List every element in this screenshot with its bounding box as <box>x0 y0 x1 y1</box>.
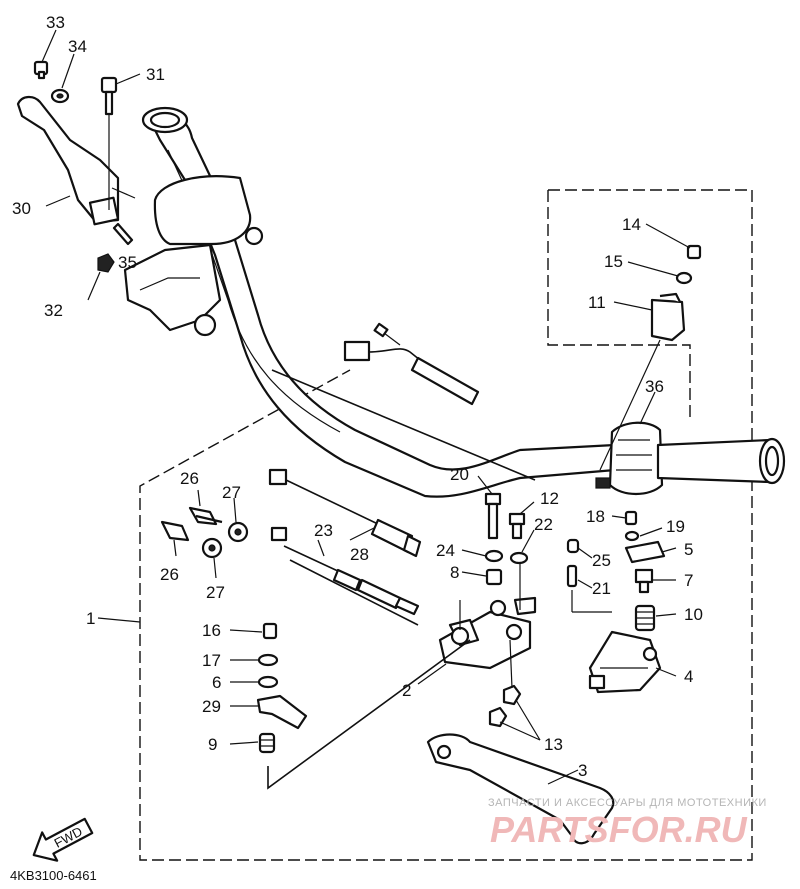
throttle-grip-assembly <box>595 421 786 496</box>
callout-30: 30 <box>12 199 31 218</box>
callout-14: 14 <box>622 215 641 234</box>
callout-10: 10 <box>684 605 703 624</box>
washer-34 <box>50 88 70 104</box>
left-clamp-assembly <box>123 175 264 337</box>
screw-18 <box>624 510 638 526</box>
clutch-switch-cable <box>271 322 536 481</box>
front-lever-3 <box>426 733 615 845</box>
spring-9 <box>258 732 276 754</box>
callout-15: 15 <box>604 252 623 271</box>
pin-25 <box>566 538 580 554</box>
pin-21 <box>566 564 578 588</box>
callout-26-lower: 26 <box>160 565 179 584</box>
screw-14 <box>686 244 702 260</box>
screw-35 <box>112 222 134 246</box>
plate-29 <box>256 694 308 730</box>
callout-23: 23 <box>314 521 333 540</box>
fwd-arrow: FWD <box>32 817 94 862</box>
diagram-code: 4KB3100-6461 <box>10 868 97 883</box>
spring-10 <box>634 604 656 632</box>
nut-8 <box>485 568 503 586</box>
housing-cover-11 <box>599 244 702 471</box>
callout-24: 24 <box>436 541 455 560</box>
callout-3: 3 <box>578 761 587 780</box>
callout-22: 22 <box>534 515 553 534</box>
bolt-12 <box>508 512 526 540</box>
nut-32 <box>97 253 115 273</box>
bolt-33 <box>33 60 49 80</box>
callout-11: 11 <box>588 293 606 312</box>
callout-31: 31 <box>146 65 165 84</box>
washer-17 <box>257 653 279 667</box>
assembly-boundaries <box>139 189 753 861</box>
callout-28: 28 <box>350 545 369 564</box>
callout-7: 7 <box>684 571 693 590</box>
bolt-31 <box>100 76 118 210</box>
watermark-logo: PARTSFOR.RU <box>490 809 748 850</box>
callout-1: 1 <box>86 609 95 628</box>
washer-15 <box>675 271 693 285</box>
small-parts-center <box>484 492 529 728</box>
callout-19: 19 <box>666 517 685 536</box>
callout-13: 13 <box>544 735 563 754</box>
bracket-4 <box>571 590 662 694</box>
callout-36: 36 <box>645 377 664 396</box>
small-parts-right <box>566 510 666 632</box>
left-lever <box>16 60 136 273</box>
callout-29: 29 <box>202 697 221 716</box>
callout-20: 20 <box>450 465 469 484</box>
callout-2: 2 <box>402 681 411 700</box>
washer-19 <box>624 530 640 542</box>
throttle-cables <box>268 468 422 626</box>
bolt-20 <box>484 492 502 540</box>
nuts-13 <box>488 684 522 728</box>
screw-16 <box>262 622 278 640</box>
washer-6 <box>257 675 279 689</box>
adjusters <box>160 506 249 559</box>
plate-5 <box>624 540 666 564</box>
watermark: ЗАПЧАСТИ И АКСЕССУАРЫ ДЛЯ МОТОТЕХНИКИ PA… <box>488 797 767 850</box>
handlebar <box>141 106 617 498</box>
callout-33: 33 <box>46 13 65 32</box>
callout-32: 32 <box>44 301 63 320</box>
callout-5: 5 <box>684 540 693 559</box>
callout-34: 34 <box>68 37 87 56</box>
washer-24 <box>484 549 504 563</box>
watermark-line1: ЗАПЧАСТИ И АКСЕССУАРЫ ДЛЯ МОТОТЕХНИКИ <box>488 797 767 809</box>
callout-16: 16 <box>202 621 221 640</box>
callout-6: 6 <box>212 673 221 692</box>
washer-22 <box>509 551 529 565</box>
callout-25: 25 <box>592 551 611 570</box>
callout-17: 17 <box>202 651 221 670</box>
callout-18: 18 <box>586 507 605 526</box>
callout-labels: 33 34 31 30 35 32 14 15 11 36 20 12 26 2… <box>12 13 703 780</box>
leader-lines <box>41 29 691 785</box>
callout-27-upper: 27 <box>222 483 241 502</box>
small-parts-left <box>256 622 471 790</box>
master-cylinder-2 <box>438 560 537 670</box>
callout-35: 35 <box>118 253 137 272</box>
callout-21: 21 <box>592 579 611 598</box>
callout-8: 8 <box>450 563 459 582</box>
callout-9: 9 <box>208 735 217 754</box>
callout-26-upper: 26 <box>180 469 199 488</box>
callout-12: 12 <box>540 489 559 508</box>
callout-4: 4 <box>684 667 693 686</box>
callout-27-lower: 27 <box>206 583 225 602</box>
bolt-7 <box>634 568 654 594</box>
